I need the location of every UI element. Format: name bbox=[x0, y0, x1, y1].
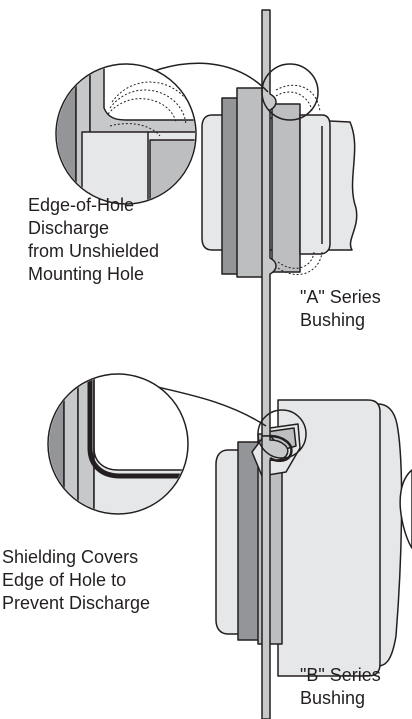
edge-discharge-line-4: Mounting Hole bbox=[28, 264, 145, 284]
edge-discharge-line-2: Discharge bbox=[28, 218, 110, 238]
shielding-line-1: Shielding Covers bbox=[2, 547, 139, 567]
plate-upper bbox=[261, 9, 277, 437]
a-series-rear-flange bbox=[299, 114, 331, 255]
plate-lower bbox=[261, 435, 289, 719]
a-series-label: "A" Series Bushing bbox=[300, 286, 381, 332]
b-series-bushing bbox=[215, 399, 412, 677]
a-series-rear-washer bbox=[271, 103, 301, 273]
edge-discharge-line-3: from Unshielded bbox=[28, 241, 160, 261]
callout-b-target-ring bbox=[257, 409, 307, 459]
shielding-label: Shielding Covers Edge of Hole to Prevent… bbox=[2, 546, 150, 615]
callout-b-zoom bbox=[49, 375, 187, 513]
b-series-line-1: "B" Series bbox=[300, 665, 381, 685]
a-series-bushing bbox=[201, 84, 358, 278]
b-series-body bbox=[277, 399, 381, 677]
a-series-line-1: "A" Series bbox=[300, 287, 381, 307]
shielding-line-3: Prevent Discharge bbox=[2, 593, 151, 613]
a-series-discharge-arcs bbox=[275, 84, 323, 276]
callout-b bbox=[47, 373, 307, 515]
edge-discharge-line-1: Edge-of-Hole bbox=[28, 195, 135, 215]
b-series-rear-disc-notch bbox=[399, 469, 412, 549]
a-series-line-2: Bushing bbox=[300, 310, 366, 330]
b-series-line-2: Bushing bbox=[300, 688, 366, 708]
a-series-front-washer-inner bbox=[236, 87, 265, 278]
shielding-line-2: Edge of Hole to bbox=[2, 570, 127, 590]
b-series-label: "B" Series Bushing bbox=[300, 664, 381, 710]
edge-discharge-label: Edge-of-Hole Discharge from Unshielded M… bbox=[28, 194, 159, 286]
callout-a-target-ring bbox=[261, 63, 319, 121]
